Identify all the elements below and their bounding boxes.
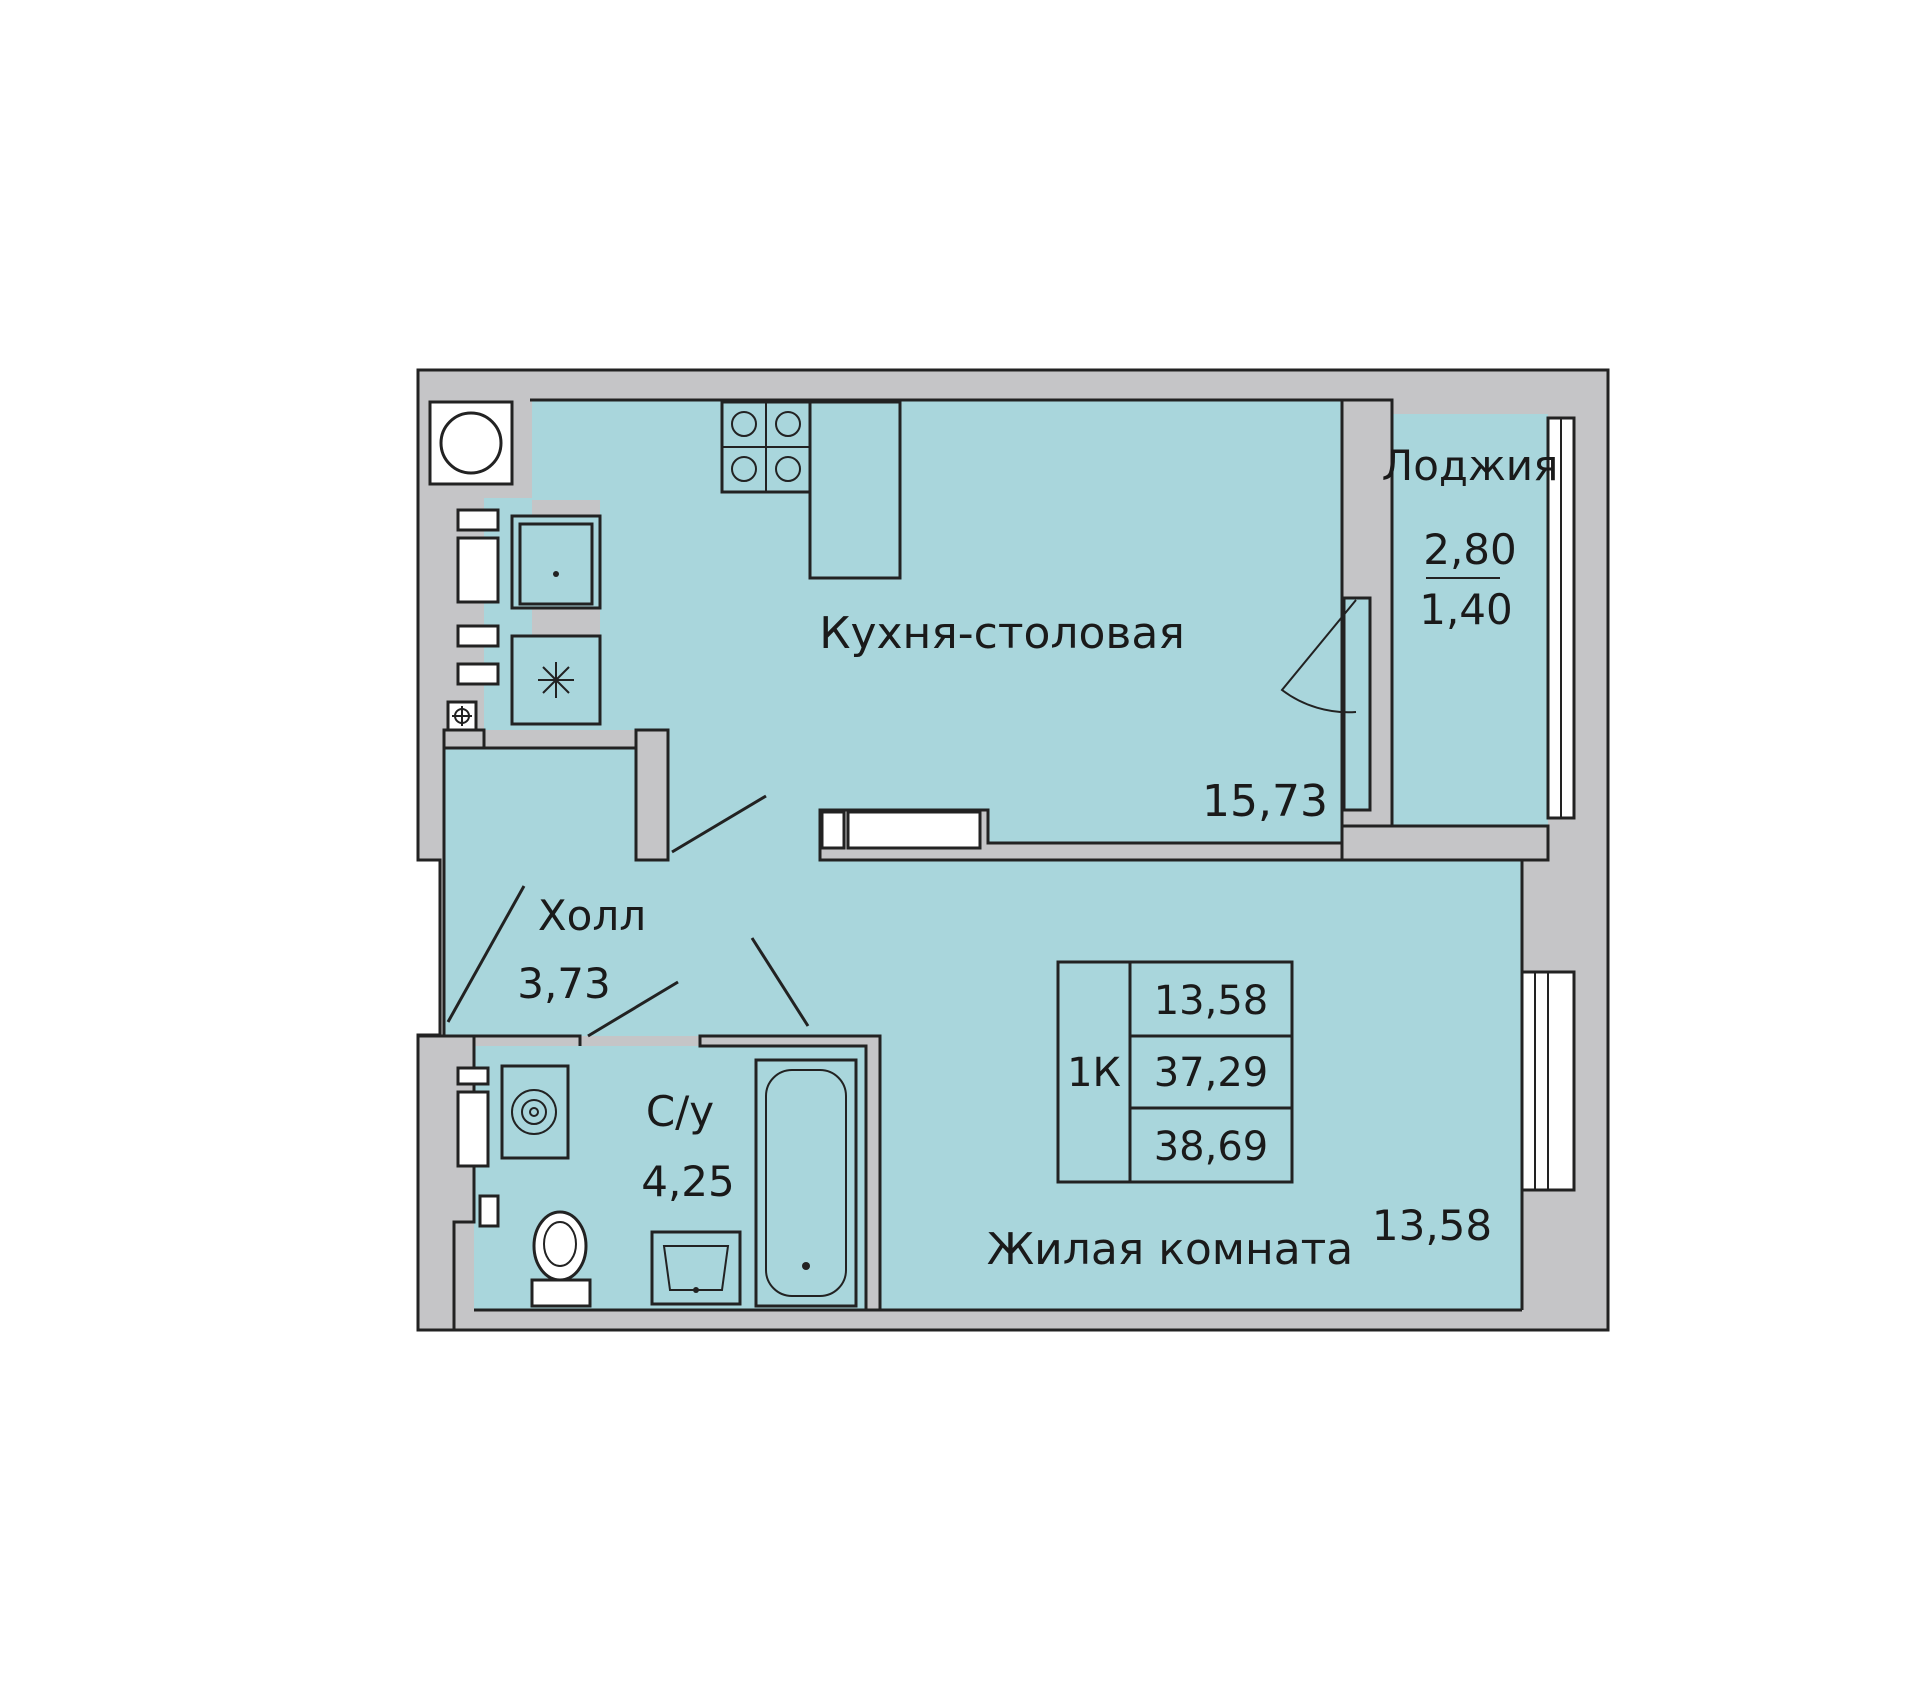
summary-table: 1К 13,58 37,29 38,69 [1056, 960, 1294, 1184]
bathroom-name: С/у [646, 1087, 714, 1136]
kitchen-name: Кухня-столовая [819, 608, 1185, 659]
riser-icon [446, 700, 478, 732]
fixtures [428, 400, 982, 1308]
loggia-name: Лоджия [1382, 441, 1559, 490]
rooms-count-label: 1К [1067, 1050, 1121, 1096]
doors [446, 794, 810, 1038]
loggia-area-full: 2,80 [1423, 525, 1517, 574]
living-name: Жилая комната [987, 1224, 1354, 1275]
balcony-door [1342, 596, 1372, 812]
hall-name: Холл [538, 891, 646, 940]
kitchen-area: 15,73 [1202, 776, 1328, 827]
summary-living-area: 13,58 [1154, 978, 1269, 1024]
sink-icon [510, 514, 602, 610]
kitchen-door [671, 794, 767, 854]
bathtub-icon [754, 1058, 858, 1308]
loggia-area-reduced: 1,40 [1419, 585, 1513, 634]
hall-area: 3,73 [517, 959, 611, 1008]
living-room [880, 860, 1522, 1310]
washing-machine-icon [500, 1064, 570, 1160]
windows [1280, 416, 1576, 1192]
toilet-icon [530, 1210, 592, 1308]
loggia-room [1392, 414, 1548, 826]
bathroom-door [587, 980, 679, 1038]
fridge-icon [510, 634, 602, 726]
hood-icon [428, 400, 514, 486]
summary-total-with-loggia: 38,69 [1154, 1124, 1269, 1170]
living-door [750, 937, 810, 1027]
washbasin-icon [650, 1230, 742, 1306]
bathroom-area: 4,25 [641, 1157, 735, 1206]
entrance-door [446, 885, 526, 1023]
stove-icon [720, 400, 812, 494]
living-area: 13,58 [1372, 1201, 1492, 1250]
kitchen-room [484, 400, 1342, 843]
summary-total-area: 37,29 [1154, 1050, 1269, 1096]
